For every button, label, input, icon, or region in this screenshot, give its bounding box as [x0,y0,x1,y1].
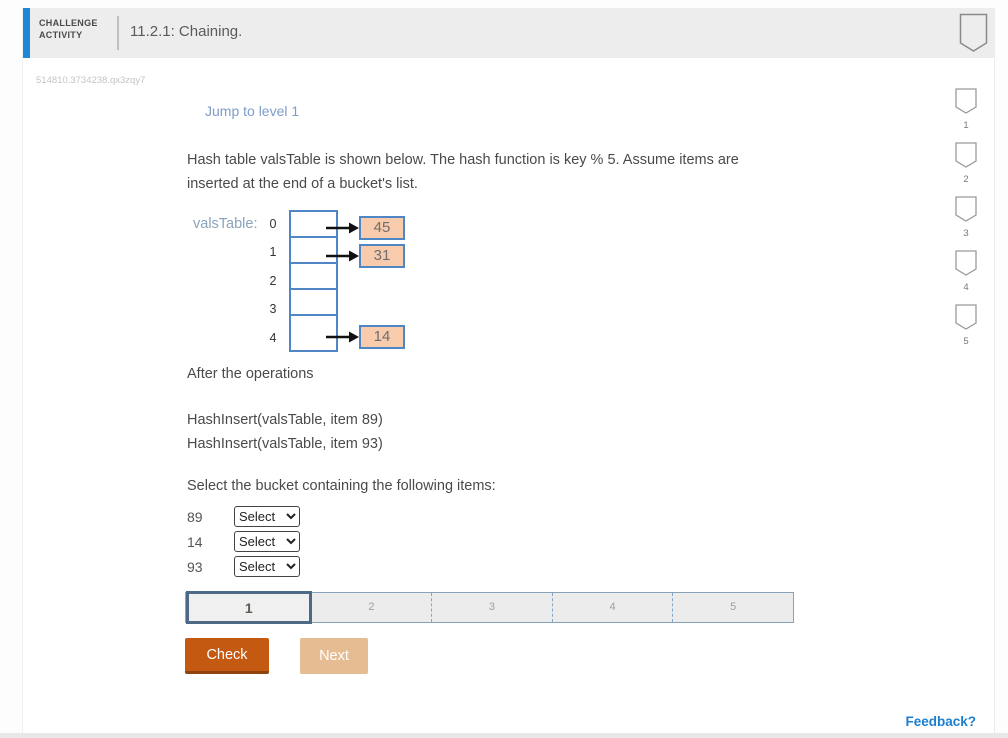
progress-segment-2: 2 [368,601,375,613]
shield-icon [959,13,988,52]
progress-segment-3: 3 [431,593,552,622]
operation-line: HashInsert(valsTable, item 89) [187,412,383,428]
level-rail: 1 2 3 4 5 [954,88,978,358]
answer-row-93: 93 Select [187,554,300,579]
answer-item-label: 14 [187,533,203,550]
activity-id: 514810.3734238.qx3zqy7 [36,75,146,86]
answer-item-label: 89 [187,508,203,525]
chain-node-bucket1: 31 [359,244,405,268]
bucket-index: 0 [269,217,277,231]
check-button[interactable]: Check [185,638,269,674]
level-rail-number: 4 [963,282,969,293]
badge-line1: CHALLENGE [39,18,98,28]
level-rail-item-3: 3 [954,196,978,239]
chain-node-bucket4: 14 [359,325,405,349]
answer-item-label: 93 [187,558,203,575]
level-rail-number: 1 [963,120,969,131]
bucket-index: 1 [269,245,277,260]
next-button[interactable]: Next [300,638,368,674]
progress-segment-5: 5 [672,593,793,622]
activity-title: 11.2.1: Chaining. [130,23,243,40]
challenge-activity-badge: CHALLENGE ACTIVITY [39,17,98,41]
bucket-index: 3 [269,302,277,317]
activity-header: CHALLENGE ACTIVITY 11.2.1: Chaining. [23,8,994,58]
header-divider [117,16,119,50]
jump-to-level-link[interactable]: Jump to level 1 [205,103,300,119]
level-rail-item-5: 5 [954,304,978,347]
problem-intro: Hash table valsTable is shown below. The… [187,152,739,192]
question-text: Select the bucket containing the followi… [187,478,496,494]
feedback-link[interactable]: Feedback? [905,714,976,729]
operations-list: HashInsert(valsTable, item 89) HashInser… [187,408,383,456]
bucket-select-14[interactable]: Select [234,531,300,552]
bucket-index: 4 [269,330,277,345]
level-shield-icon [955,196,977,222]
bucket-array [289,210,338,352]
bucket-cell [291,264,336,290]
chain-arrow-bucket4 [326,331,359,343]
level-shield-icon [955,88,977,114]
activity-card: CHALLENGE ACTIVITY 11.2.1: Chaining. 1 2… [22,8,995,734]
chain-node-bucket0: 45 [359,216,405,240]
level-rail-item-2: 2 [954,142,978,185]
badge-line2: ACTIVITY [39,30,83,40]
bucket-cell [291,212,336,238]
page-bottom-strip [0,733,1008,738]
bucket-index-column: 0 1 2 3 4 [263,210,283,352]
after-operations-text: After the operations [187,366,314,382]
chain-arrow-bucket1 [326,250,359,262]
bucket-select-93[interactable]: Select [234,556,300,577]
header-accent-bar [23,8,30,58]
bucket-cell [291,238,336,264]
answer-row-14: 14 Select [187,529,300,554]
bucket-cell [291,290,336,316]
level-rail-number: 2 [963,174,969,185]
progress-segment-4: 4 [551,593,673,622]
chain-arrow-bucket0 [326,222,359,234]
level-shield-icon [955,142,977,168]
bucket-index: 2 [269,273,277,288]
operation-line: HashInsert(valsTable, item 93) [187,436,383,452]
progress-segment-1-active: 1 [186,591,312,624]
hash-table-label: valsTable: [193,216,258,232]
bucket-select-89[interactable]: Select [234,506,300,527]
chain-arrows [326,222,359,343]
level-progress-bar: 1 2 3 4 5 [185,591,794,624]
level-rail-item-4: 4 [954,250,978,293]
level-rail-item-1: 1 [954,88,978,131]
level-shield-icon [955,304,977,330]
answer-row-89: 89 Select [187,504,300,529]
level-rail-number: 3 [963,228,969,239]
level-shield-icon [955,250,977,276]
answer-rows: 89 Select 14 Select 93 Select [187,504,300,579]
level-rail-number: 5 [963,336,969,347]
